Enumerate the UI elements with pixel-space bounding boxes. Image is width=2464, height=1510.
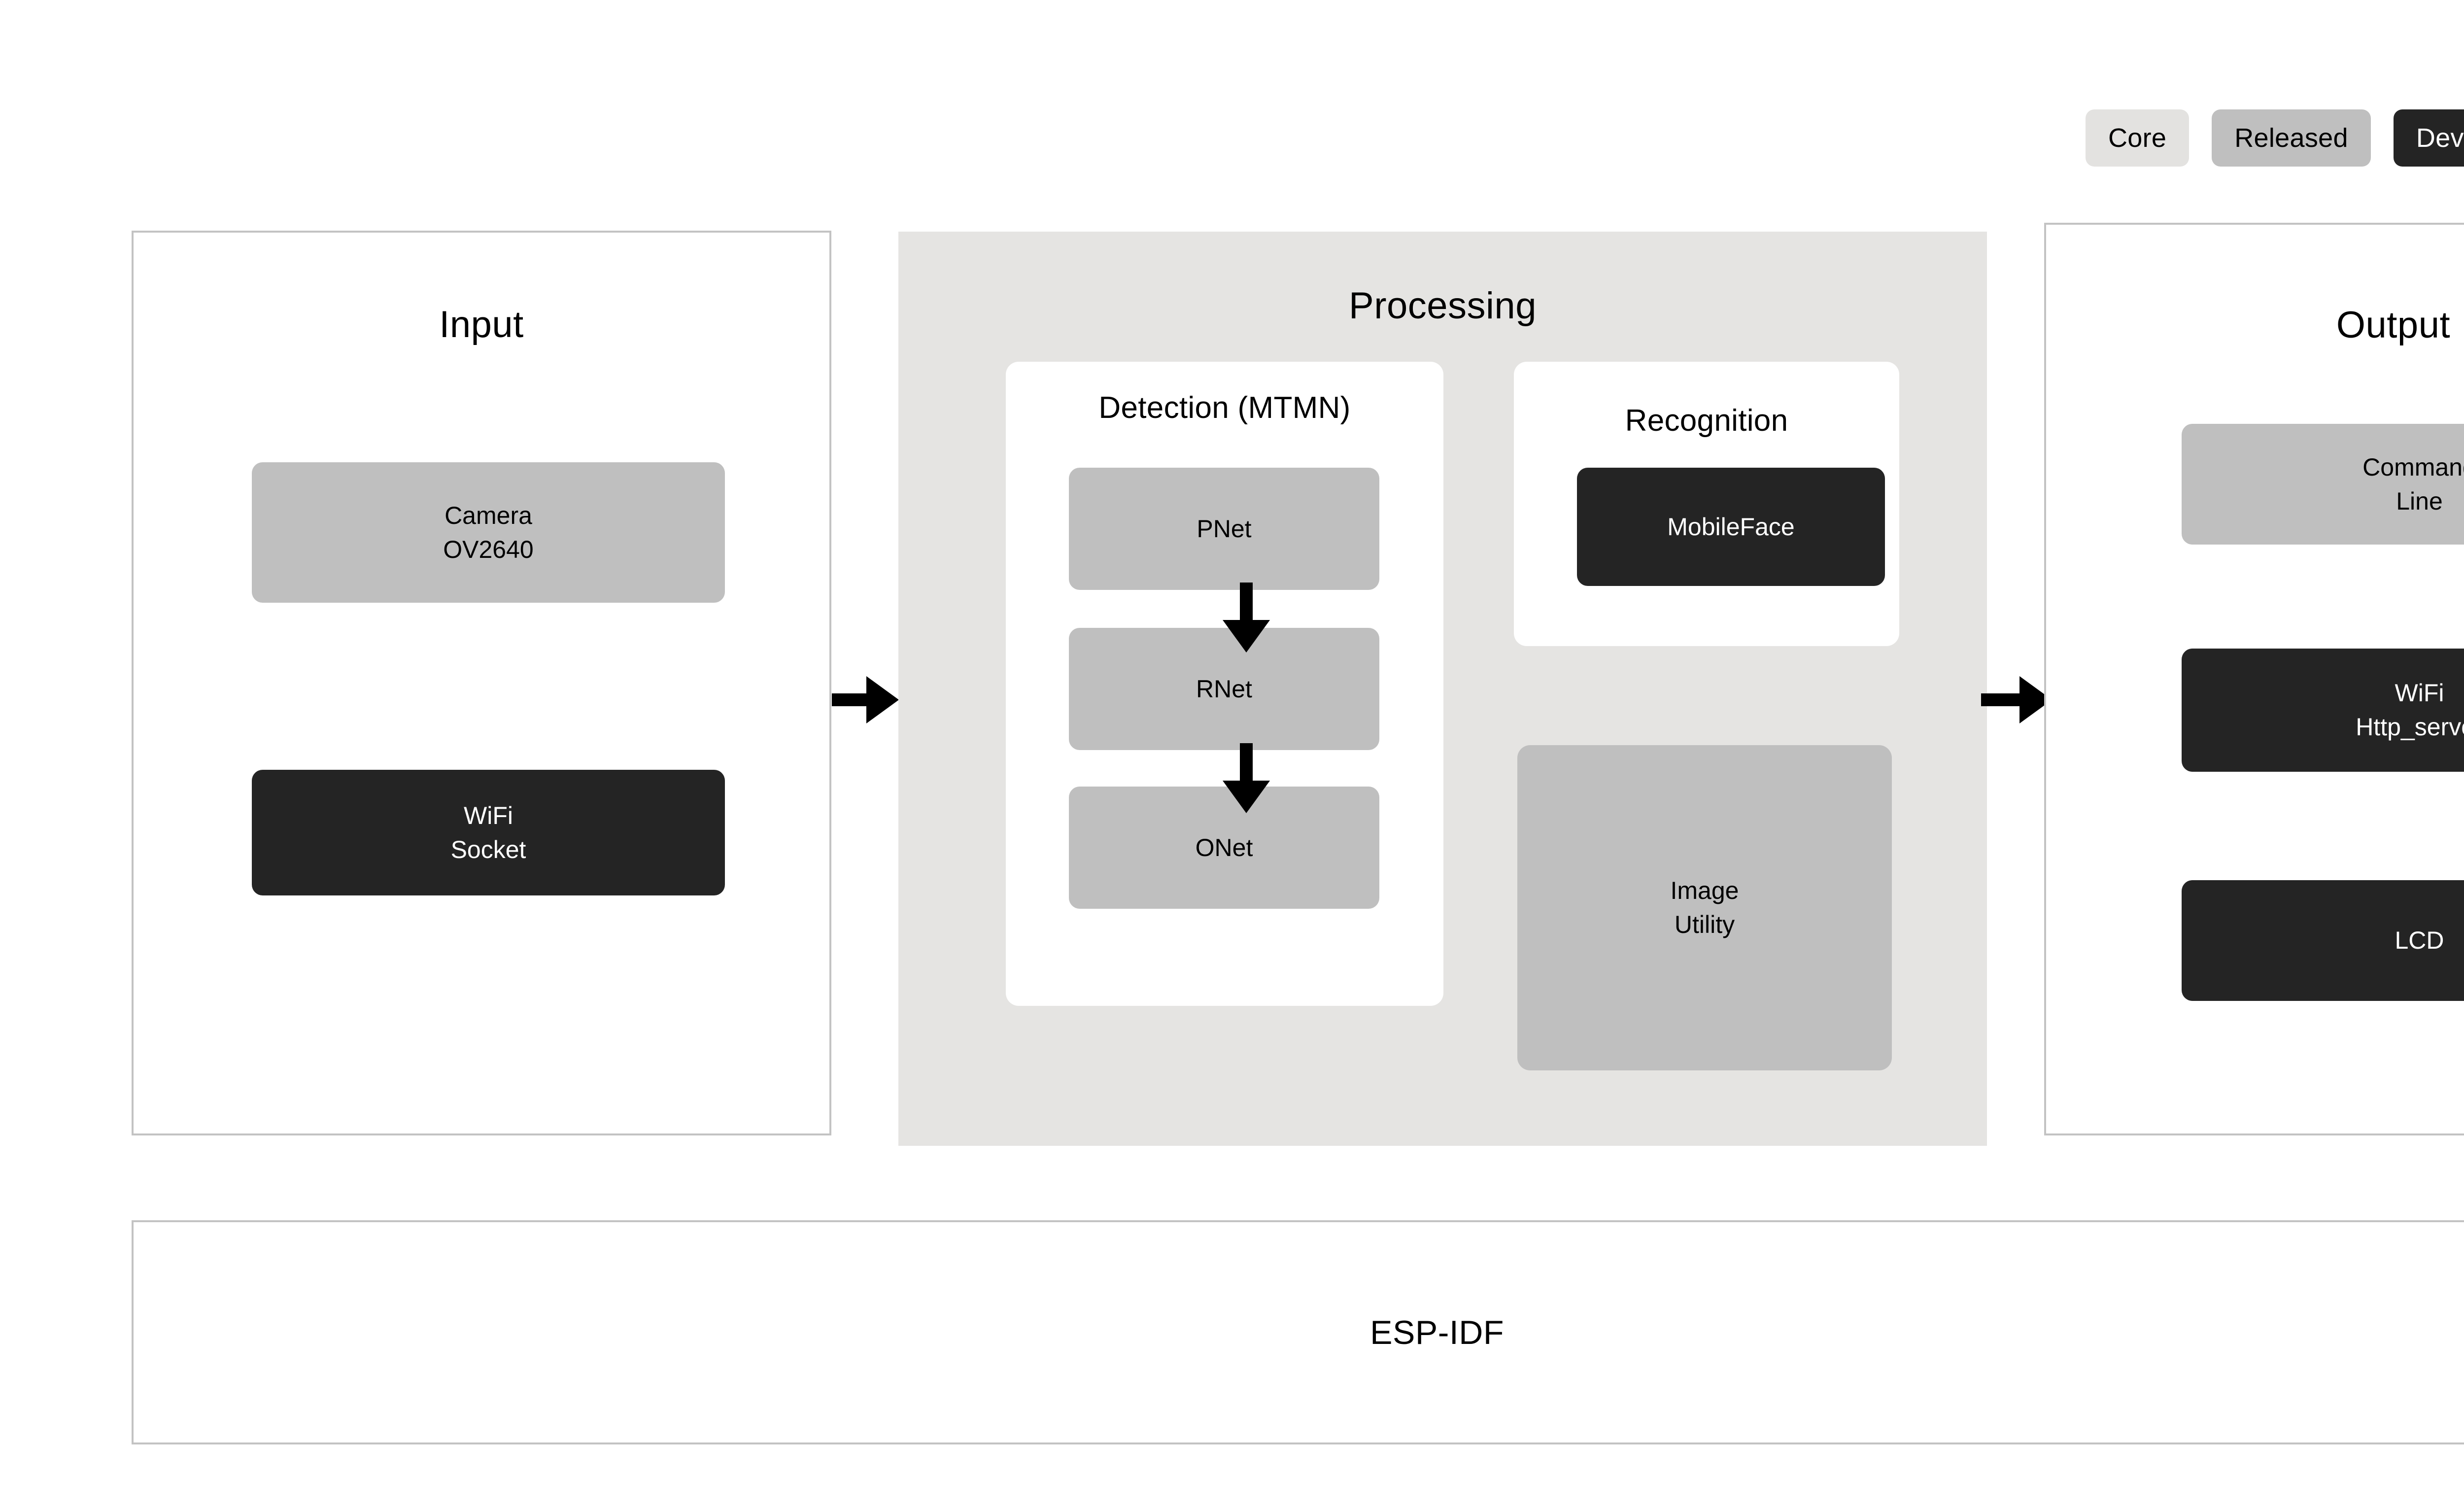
node-onet[interactable]: ONet: [1069, 787, 1379, 909]
processing-panel-title: Processing: [1349, 285, 1537, 327]
node-camera-ov2640[interactable]: Camera OV2640: [252, 462, 725, 603]
node-pnet[interactable]: PNet: [1069, 468, 1379, 590]
arrow-head: [1223, 620, 1270, 652]
input-panel-title: Input: [439, 304, 524, 345]
recognition-card-title: Recognition: [1625, 404, 1788, 438]
legend-chip-core[interactable]: Core: [2086, 109, 2190, 167]
arrow-shaft: [1981, 693, 2020, 706]
arrow-shaft: [1240, 743, 1253, 782]
node-image-utility[interactable]: Image Utility: [1517, 745, 1892, 1070]
node-command-line[interactable]: Command Line: [2182, 424, 2464, 545]
node-rnet-label: RNet: [1196, 675, 1252, 703]
node-pnet-label: PNet: [1197, 515, 1252, 543]
arrow-head: [866, 676, 899, 723]
arrow-pnet-to-rnet-icon: [1223, 583, 1270, 652]
detection-card-title: Detection (MTMN): [1098, 391, 1351, 425]
node-mobileface[interactable]: MobileFace: [1577, 468, 1885, 586]
legend-chip-released-label: Released: [2234, 123, 2348, 153]
node-wifi-http-server[interactable]: WiFi Http_server: [2182, 649, 2464, 772]
arrow-shaft: [1240, 583, 1253, 621]
output-panel: Output Command Line WiFi Http_server LCD: [2044, 223, 2464, 1135]
detection-card: Detection (MTMN) PNet RNet ONet: [1006, 362, 1443, 1006]
node-lcd[interactable]: LCD: [2182, 880, 2464, 1001]
node-wifi-http-server-line2: Http_server: [2356, 713, 2464, 741]
legend-chip-developing-label: Developing: [2416, 123, 2464, 153]
esp-idf-foundation-bar: ESP-IDF: [132, 1220, 2464, 1444]
node-wifi-http-server-line1: WiFi: [2395, 679, 2444, 707]
legend-chip-core-label: Core: [2108, 123, 2167, 153]
node-wifi-socket-line1: WiFi: [464, 801, 513, 829]
arrow-input-to-processing-icon: [832, 676, 899, 723]
node-command-line-line1: Command: [2362, 453, 2464, 481]
node-camera-ov2640-line2: OV2640: [443, 535, 534, 563]
node-wifi-socket-line2: Socket: [450, 835, 526, 863]
processing-panel: Processing Detection (MTMN) PNet RNet ON…: [898, 232, 1987, 1146]
node-wifi-socket[interactable]: WiFi Socket: [252, 770, 725, 895]
node-onet-label: ONet: [1195, 833, 1253, 861]
recognition-card: Recognition MobileFace: [1514, 362, 1899, 646]
node-image-utility-line2: Utility: [1674, 911, 1735, 938]
arrow-rnet-to-onet-icon: [1223, 743, 1270, 813]
node-image-utility-line1: Image: [1670, 877, 1739, 904]
arrow-processing-to-output-icon: [1981, 676, 2052, 723]
arrow-head: [1223, 781, 1270, 813]
node-camera-ov2640-line1: Camera: [445, 501, 532, 529]
arrow-shaft: [832, 693, 867, 706]
legend: Core Released Developing: [2086, 109, 2464, 167]
esp-idf-label: ESP-IDF: [1370, 1313, 1504, 1351]
node-lcd-label: LCD: [2395, 927, 2444, 954]
input-panel: Input Camera OV2640 WiFi Socket: [132, 231, 831, 1135]
node-mobileface-label: MobileFace: [1667, 513, 1795, 541]
output-panel-title: Output: [2336, 304, 2451, 346]
node-command-line-line2: Line: [2396, 487, 2443, 515]
legend-chip-released[interactable]: Released: [2212, 109, 2371, 167]
legend-chip-developing[interactable]: Developing: [2393, 109, 2464, 167]
